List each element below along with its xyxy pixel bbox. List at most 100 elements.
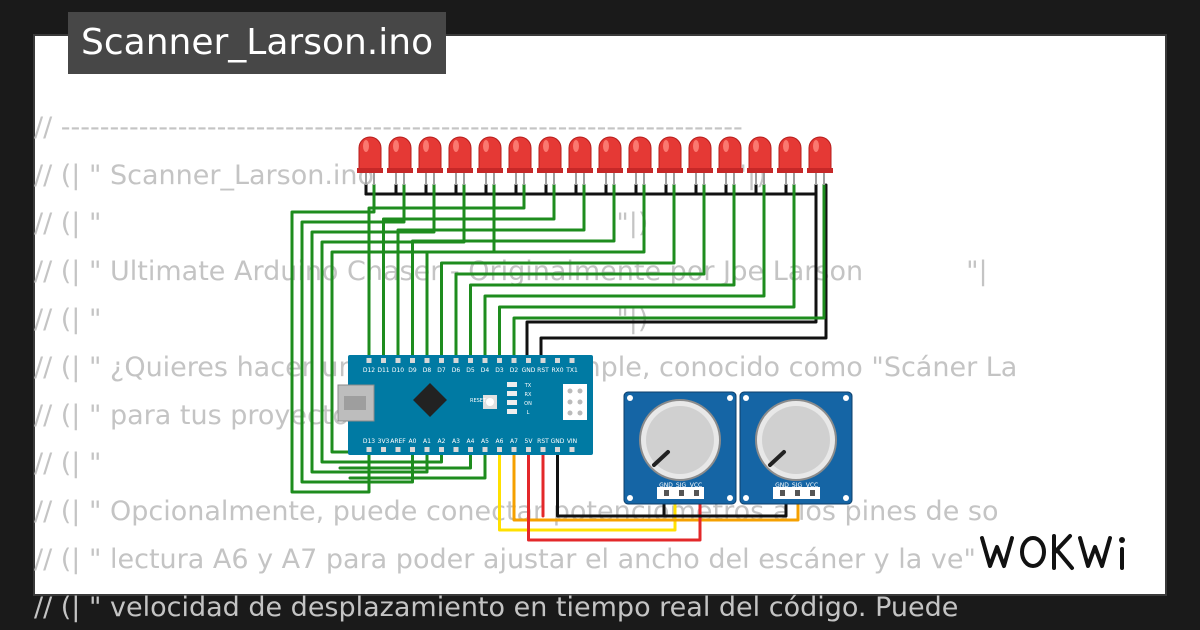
mount-hole [627,495,633,501]
pin-label-top: D12 [363,367,375,374]
led-body [748,136,772,173]
pin-label-top: RX0 [551,367,563,374]
led-body [628,136,652,173]
led-signal-wire [367,183,526,360]
mount-hole [627,395,633,401]
led[interactable] [357,136,383,185]
led-body [538,136,562,173]
pot-pin [679,490,684,496]
pin-label-top: D7 [437,367,446,374]
pin-header [468,447,473,452]
pin-header [482,447,488,452]
pot-pin [664,490,669,496]
pin-header [410,447,415,452]
pin-label-bottom: A2 [438,438,446,445]
pin-label-top: RST [537,367,549,374]
led-body [388,136,412,173]
led[interactable] [657,136,683,185]
led-rim [807,168,833,173]
led-rim [357,168,383,173]
pot-pin-label: SIG [676,482,687,489]
pin-header [381,358,386,363]
mount-hole [727,395,733,401]
led[interactable] [477,136,503,185]
led[interactable] [687,136,713,185]
led-highlight [573,140,579,152]
led-signal-wire [396,183,586,360]
led[interactable] [537,136,563,185]
led[interactable] [567,136,593,185]
ground-wire [525,192,818,360]
code-line: // (| " [34,448,102,479]
led-body [418,136,442,173]
pin-header [540,447,546,452]
led-body [448,136,472,173]
code-line: // (| " "|) [34,304,649,335]
pin-header [395,358,401,363]
wokwi-logo[interactable] [976,522,1150,580]
pin-header [366,447,372,452]
pin-label-bottom: AREF [390,438,406,445]
pin-header [453,447,459,452]
led-signal-wire [338,450,472,470]
status-label: TX [524,383,532,389]
led-row [357,136,833,185]
led-highlight [393,140,399,152]
led[interactable] [717,136,743,185]
window-title: Scanner_Larson.ino [68,12,447,74]
led-signal-wire [440,183,676,360]
led-body [358,136,382,173]
pin-label-top: D10 [392,367,404,374]
led-signal-wire [320,183,466,464]
led[interactable] [627,136,653,185]
mount-hole [727,495,733,501]
pin-header [526,447,531,452]
code-line: // (| " "|) [34,208,649,239]
pot-pin-label: SIG [792,482,803,489]
mount-hole [843,495,849,501]
led[interactable] [747,136,773,185]
led-rim [777,168,803,173]
pin-label-bottom: 5V [525,438,534,445]
led-highlight [753,140,759,152]
pin-header [381,447,386,452]
led[interactable] [447,136,473,185]
status-label: L [527,410,530,416]
pin-label-bottom: A4 [467,438,475,445]
pin-header [424,447,430,452]
led-body [778,136,802,173]
reset-label: RESET [470,398,487,404]
code-line: // (| " Scanner_Larson.ino "|) [34,160,767,191]
pin-label-bottom: VIN [567,438,577,445]
led[interactable] [597,136,623,185]
led-body [688,136,712,173]
pin-header [453,358,459,363]
led-body [478,136,502,173]
led[interactable] [387,136,413,185]
pin-label-top: D6 [452,367,461,374]
led-rim [567,168,593,173]
pin-label-top: TX1 [565,367,578,374]
led[interactable] [417,136,443,185]
led-highlight [453,140,459,152]
status-led [507,409,517,414]
pin-header [569,358,575,363]
led-body [808,136,832,173]
led-body [508,136,532,173]
led[interactable] [777,136,803,185]
pin-header [468,358,473,363]
led[interactable] [507,136,533,185]
led-highlight [363,140,369,152]
pin-label-bottom: A6 [496,438,504,445]
pin-label-top: GND [522,367,536,374]
pot-pin-label: GND [775,482,789,489]
pin-label-top: D5 [466,367,475,374]
pin-label-bottom: RST [537,438,549,445]
led[interactable] [807,136,833,185]
led-highlight [663,140,669,152]
led-rim [387,168,413,173]
led-rim [717,168,743,173]
